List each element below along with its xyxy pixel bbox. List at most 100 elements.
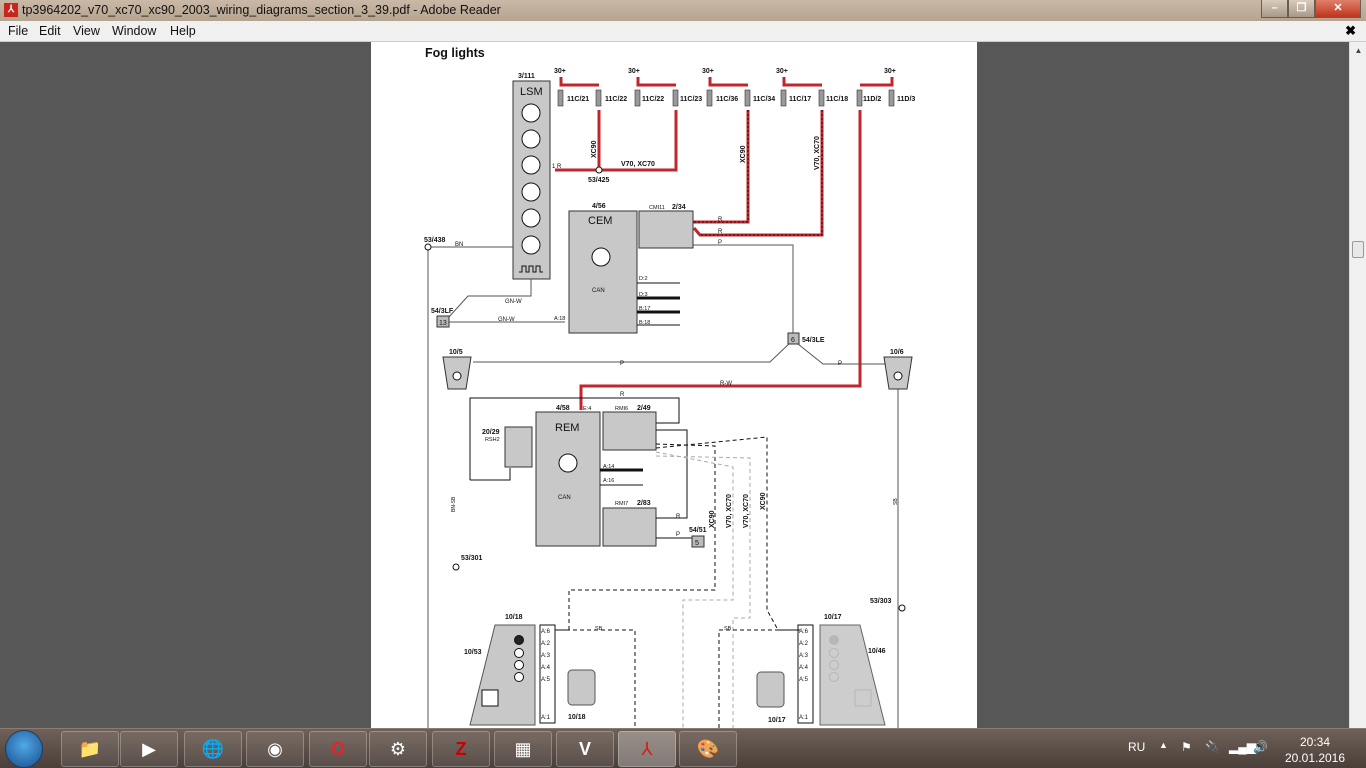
fog-light-rear-icon bbox=[521, 208, 541, 228]
pin-label: A:14 bbox=[603, 464, 614, 470]
relay-name: CMI11 bbox=[649, 205, 665, 211]
fog-light-front-icon bbox=[521, 182, 541, 202]
start-button[interactable] bbox=[5, 730, 43, 768]
maximize-button[interactable]: ❐ bbox=[1288, 0, 1315, 18]
connector-51 bbox=[691, 535, 705, 548]
wire-color: P bbox=[718, 240, 722, 246]
supply-label: 30+ bbox=[628, 68, 640, 75]
windows-explorer-icon[interactable]: 📁 bbox=[61, 731, 119, 767]
minimize-button[interactable]: – bbox=[1261, 0, 1288, 18]
google-earth-icon[interactable]: 🌐 bbox=[184, 731, 242, 767]
scroll-up-icon[interactable]: ▲ bbox=[1354, 46, 1363, 55]
ground-icon bbox=[424, 243, 432, 251]
relay-rmi6 bbox=[602, 411, 657, 451]
volume-icon[interactable]: 🔊 bbox=[1253, 740, 1268, 754]
signal-wires bbox=[427, 244, 899, 728]
network-signal-icon[interactable]: ▂▄▆ bbox=[1229, 740, 1256, 754]
action-center-flag-icon[interactable]: ⚑ bbox=[1181, 740, 1192, 754]
wire-color: GN-W bbox=[505, 299, 522, 305]
diagram-title: Fog lights bbox=[425, 46, 485, 60]
show-hidden-icons-icon[interactable]: ▲ bbox=[1159, 740, 1168, 750]
fuse-label: 11C/22 bbox=[605, 96, 627, 103]
ground-label: 53/438 bbox=[424, 237, 446, 244]
rem-name: REM bbox=[555, 422, 579, 434]
wiring-diagram: Fog lights 30+ 30+ 30+ 30+ 30+ 11C/21 11… bbox=[424, 46, 915, 728]
headlight-icon bbox=[521, 155, 541, 175]
rem-id: 4/58 bbox=[556, 405, 570, 412]
power-icon[interactable]: 🔌 bbox=[1205, 740, 1220, 754]
vertical-scrollbar[interactable]: ▲ bbox=[1349, 42, 1366, 728]
wire-color: BN-SB bbox=[451, 496, 457, 512]
menu-edit[interactable]: Edit bbox=[39, 24, 61, 38]
app-v-icon[interactable]: V bbox=[556, 731, 614, 767]
signal-icon bbox=[519, 265, 543, 273]
pin-label: B:17 bbox=[639, 306, 650, 312]
settings-icon[interactable]: ⚙ bbox=[369, 731, 427, 767]
connector-label: 54/3LE bbox=[802, 337, 825, 344]
wire-color: R bbox=[718, 229, 723, 235]
fuse-label: 11C/21 bbox=[567, 96, 589, 103]
lamp-label: 10/6 bbox=[890, 349, 904, 356]
menu-file[interactable]: File bbox=[8, 24, 29, 38]
relay-rmi7 bbox=[602, 507, 657, 547]
close-document-icon[interactable]: ✖ bbox=[1345, 23, 1356, 38]
cem-id: 4/56 bbox=[592, 203, 606, 210]
relay-id: 2/83 bbox=[637, 500, 651, 507]
pin-label: D:2 bbox=[639, 276, 648, 282]
pin-label: A:1 bbox=[541, 715, 551, 721]
small-lamp-right bbox=[756, 671, 785, 708]
app-icon[interactable]: ◉ bbox=[246, 731, 304, 767]
small-lamp-left bbox=[567, 669, 596, 706]
fuse-label: 11D/2 bbox=[863, 96, 881, 103]
menu-bar: File Edit View Window Help ✖ bbox=[0, 21, 1366, 42]
variant-label: V70, XC70 bbox=[726, 494, 733, 528]
pin-label: A:3 bbox=[799, 653, 809, 659]
media-player-icon[interactable]: ▶ bbox=[120, 731, 178, 767]
calculator-icon[interactable]: ▦ bbox=[494, 731, 552, 767]
transistor-icon bbox=[558, 453, 578, 473]
wire-color: SB bbox=[893, 498, 899, 505]
pin-label: E:4 bbox=[583, 406, 591, 412]
language-indicator[interactable]: RU bbox=[1128, 740, 1146, 754]
menu-view[interactable]: View bbox=[73, 24, 100, 38]
relay-name: RMI6 bbox=[615, 406, 628, 412]
lamp-label: 10/5 bbox=[449, 349, 463, 356]
pin-label: A:16 bbox=[603, 478, 614, 484]
scroll-thumb[interactable] bbox=[1352, 241, 1364, 258]
ground-label: 53/301 bbox=[461, 555, 483, 562]
rsh2-name: RSH2 bbox=[485, 437, 500, 443]
wire-color: SB bbox=[595, 626, 603, 632]
pin-label: A:4 bbox=[799, 665, 809, 671]
variant-wires bbox=[545, 436, 800, 728]
lsm-id: 3/111 bbox=[518, 73, 535, 80]
menu-window[interactable]: Window bbox=[112, 24, 157, 38]
pin-label: A:4 bbox=[541, 665, 551, 671]
pin-label: A:18 bbox=[554, 316, 565, 322]
cem-module bbox=[568, 210, 638, 334]
pin-label: A:2 bbox=[799, 641, 809, 647]
clock[interactable]: 20:34 20.01.2016 bbox=[1282, 734, 1348, 766]
filezilla-icon[interactable]: Z bbox=[432, 731, 490, 767]
adobe-reader-icon[interactable]: ⅄ bbox=[618, 731, 676, 767]
cem-name: CEM bbox=[588, 215, 612, 227]
rear-lamp-id: 10/18 bbox=[505, 614, 523, 621]
paint-icon[interactable]: 🎨 bbox=[679, 731, 737, 767]
connector-3lf bbox=[436, 315, 450, 328]
rear-lamp-left bbox=[469, 624, 536, 726]
menu-help[interactable]: Help bbox=[170, 24, 196, 38]
clock-date: 20.01.2016 bbox=[1284, 751, 1346, 765]
opera-icon[interactable]: O bbox=[309, 731, 367, 767]
fuse-label: 11C/22 bbox=[642, 96, 664, 103]
wire-color: R bbox=[718, 217, 723, 223]
relay-id: 2/49 bbox=[637, 405, 651, 412]
supply-label: 30+ bbox=[702, 68, 714, 75]
window-title: tp3964202_v70_xc70_xc90_2003_wiring_diag… bbox=[22, 3, 501, 17]
fuse-label: 11C/34 bbox=[753, 96, 775, 103]
close-button[interactable]: ✕ bbox=[1315, 0, 1361, 18]
clock-time: 20:34 bbox=[1299, 735, 1331, 749]
variant-label: XC90 bbox=[740, 145, 747, 163]
connector-label: 54/3LF bbox=[431, 308, 454, 315]
wire-color: P bbox=[620, 361, 624, 367]
pin-label: A:5 bbox=[541, 677, 551, 683]
wire-color: R bbox=[676, 514, 681, 520]
